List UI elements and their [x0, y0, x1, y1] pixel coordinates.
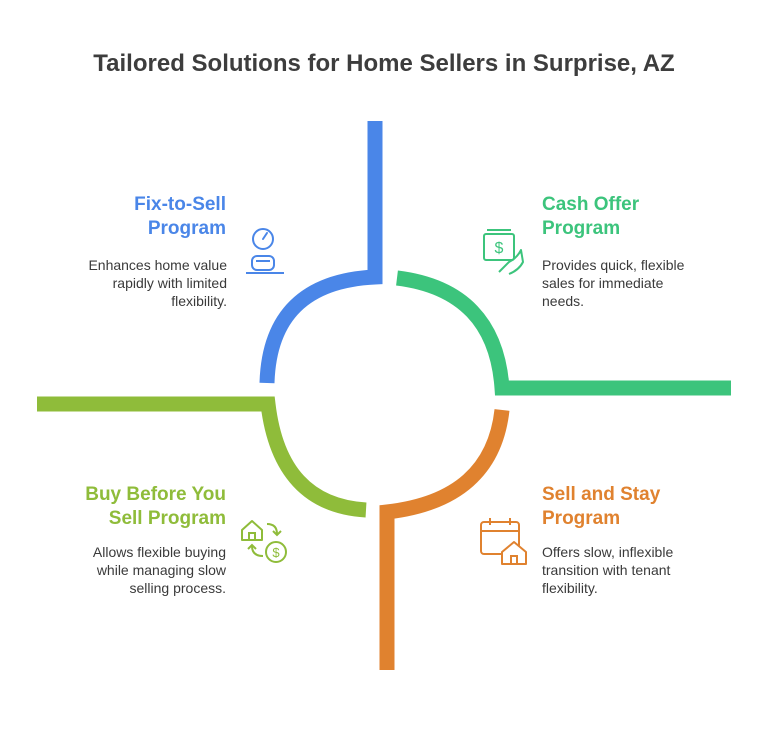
person-speedometer-icon — [244, 226, 286, 283]
quadrant-arc-cash-offer — [396, 270, 731, 396]
svg-text:$: $ — [495, 240, 504, 257]
sell-and-stay-description: Offers slow, inflexible transition with … — [542, 544, 674, 596]
sell-and-stay-heading: Sell and Stay Program — [542, 484, 661, 529]
buy-before-sell-heading: Buy Before You Sell Program — [85, 484, 226, 529]
diagram-title: Tailored Solutions for Home Sellers in S… — [93, 50, 675, 77]
quadrant-arc-fix-to-sell — [259, 121, 383, 384]
quadrant-arc-sell-and-stay — [379, 409, 510, 670]
svg-text:$: $ — [272, 545, 280, 560]
calendar-house-icon — [478, 516, 530, 571]
fix-to-sell-heading: Fix-to-Sell Program — [134, 194, 226, 239]
house-exchange-money-icon: $ — [239, 516, 291, 571]
cash-offer-heading: Cash Offer Program — [542, 194, 640, 239]
cash-offer-description: Provides quick, flexible sales for immed… — [542, 257, 685, 309]
buy-before-sell-description: Allows flexible buying while managing sl… — [92, 544, 226, 596]
quadrant-arc-buy-before-sell — [37, 396, 367, 518]
cash-in-hand-icon: $ — [479, 228, 527, 283]
fix-to-sell-description: Enhances home value rapidly with limited… — [88, 257, 227, 309]
